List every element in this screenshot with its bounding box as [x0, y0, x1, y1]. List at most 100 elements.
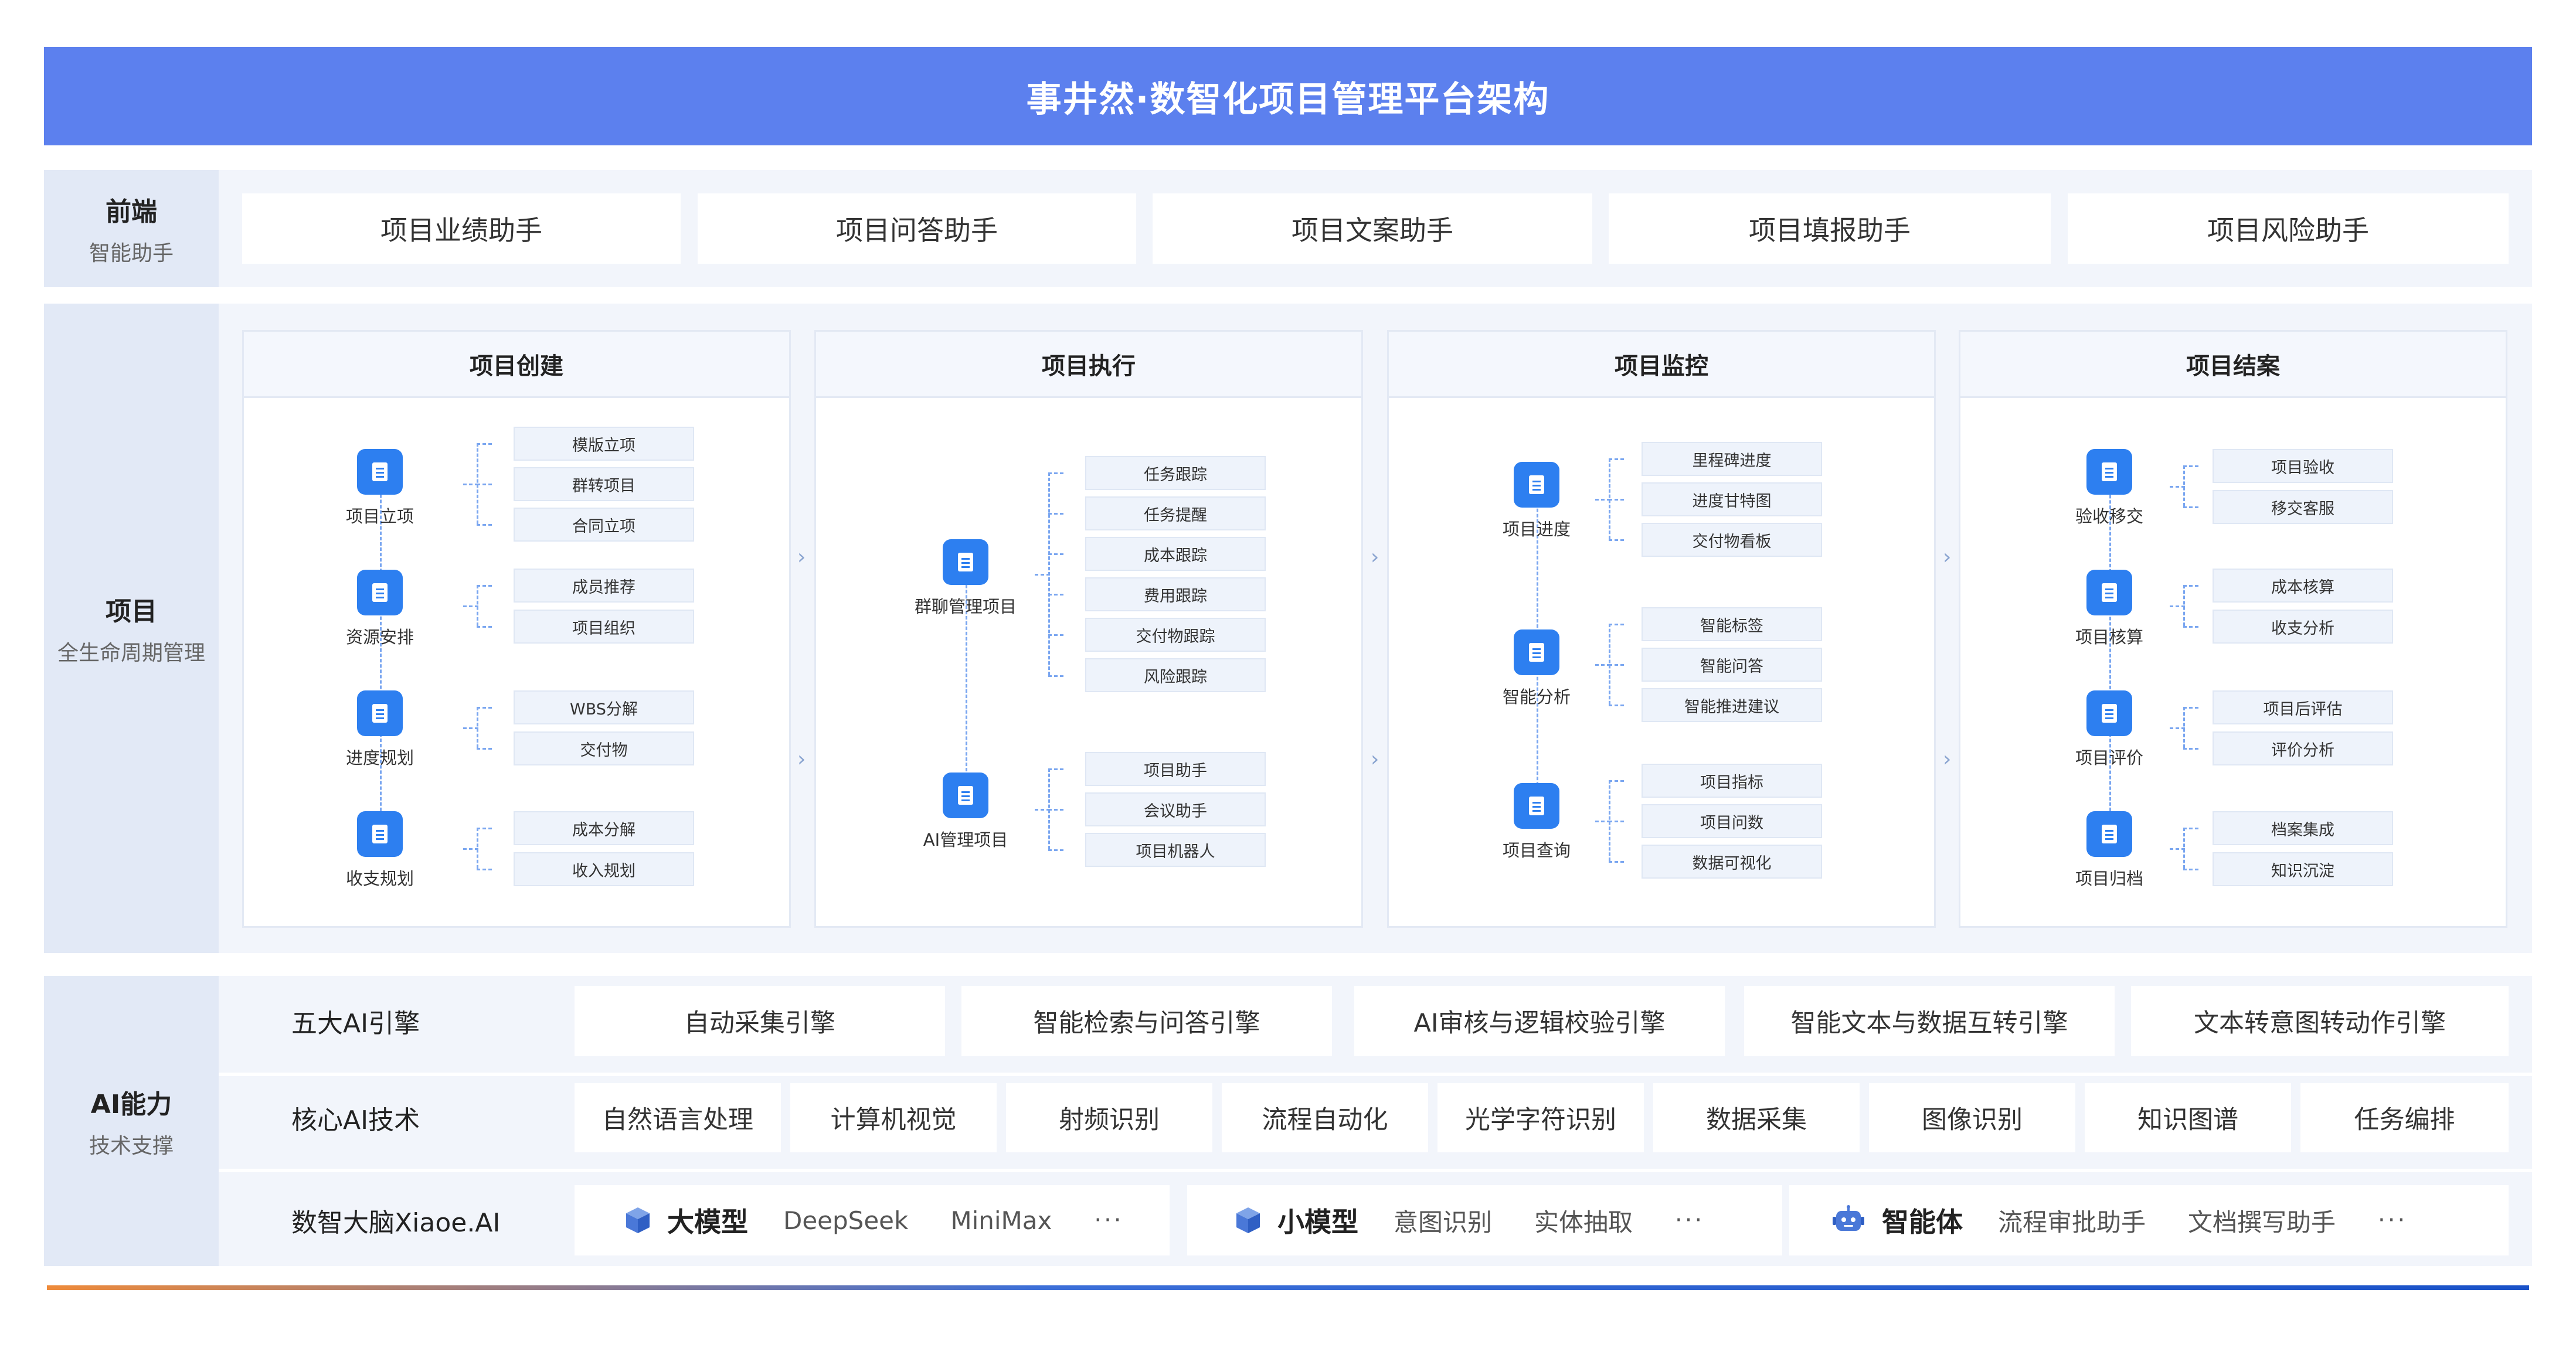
bracket-tick — [1048, 809, 1063, 811]
leaf-group-to-project[interactable]: 群转项目 — [514, 467, 694, 501]
tech-image-recognition[interactable]: 图像识别 — [1869, 1083, 2075, 1152]
brain-group-large-model[interactable]: 大模型 DeepSeek MiniMax ··· — [575, 1185, 1170, 1255]
node-project-accounting[interactable]: 项目核算 — [2039, 570, 2180, 648]
leaf-meeting-assistant[interactable]: 会议助手 — [1085, 792, 1266, 826]
leaf-project-assistant[interactable]: 项目助手 — [1085, 752, 1266, 786]
bracket-tick — [477, 443, 492, 445]
arrow-icon: › — [1371, 545, 1379, 569]
document-icon — [357, 690, 403, 736]
frontend-card-filling[interactable]: 项目填报助手 — [1609, 193, 2051, 264]
page-title: 事井然·数智化项目管理平台架构 — [44, 47, 2532, 145]
engine-auto-collect[interactable]: 自动采集引擎 — [575, 986, 945, 1056]
leaf-gantt-chart[interactable]: 进度甘特图 — [1642, 482, 1822, 516]
leaf-task-reminder[interactable]: 任务提醒 — [1085, 496, 1266, 530]
leaf-archive-integration[interactable]: 档案集成 — [2213, 811, 2393, 845]
leaf-deliverable-tracking[interactable]: 交付物跟踪 — [1085, 618, 1266, 652]
leaf-expense-tracking[interactable]: 费用跟踪 — [1085, 577, 1266, 611]
brain-group-item: MiniMax — [950, 1206, 1052, 1235]
document-icon — [1514, 629, 1559, 675]
leaf-deliverable-board[interactable]: 交付物看板 — [1642, 523, 1822, 557]
footer-gradient-line — [47, 1285, 2529, 1290]
node-resource-arrangement[interactable]: 资源安排 — [310, 570, 450, 648]
node-intelligent-analysis[interactable]: 智能分析 — [1466, 629, 1607, 708]
leaf-project-acceptance[interactable]: 项目验收 — [2213, 449, 2393, 483]
leaf-income-planning[interactable]: 收入规划 — [514, 852, 694, 886]
bracket-tick — [477, 828, 492, 829]
leaf-smart-advice[interactable]: 智能推进建议 — [1642, 688, 1822, 722]
panel-project-creation: 项目创建 项目立项 模版立项 群转项目 合同立项 资源安排 成员推荐 项目组织 … — [242, 330, 791, 928]
leaf-project-metrics[interactable]: 项目指标 — [1642, 764, 1822, 798]
leaf-cost-breakdown[interactable]: 成本分解 — [514, 811, 694, 845]
leaf-evaluation-analysis[interactable]: 评价分析 — [2213, 731, 2393, 765]
node-budget-planning[interactable]: 收支规划 — [310, 811, 450, 890]
leaf-deliverable[interactable]: 交付物 — [514, 731, 694, 765]
bracket — [2170, 585, 2200, 626]
tech-nlp[interactable]: 自然语言处理 — [575, 1083, 781, 1152]
leaf-post-evaluation[interactable]: 项目后评估 — [2213, 690, 2393, 724]
tech-knowledge-graph[interactable]: 知识图谱 — [2085, 1083, 2291, 1152]
frontend-card-risk[interactable]: 项目风险助手 — [2068, 193, 2509, 264]
engine-text-data-convert[interactable]: 智能文本与数据互转引擎 — [1744, 986, 2115, 1056]
brain-group-small-model[interactable]: 小模型 意图识别 实体抽取 ··· — [1187, 1185, 1782, 1255]
leaf-project-data-query[interactable]: 项目问数 — [1642, 804, 1822, 838]
frontend-card-qa[interactable]: 项目问答助手 — [698, 193, 1136, 264]
document-icon — [357, 570, 403, 615]
document-icon — [2086, 449, 2132, 495]
leaf-project-organization[interactable]: 项目组织 — [514, 610, 694, 644]
leaf-member-recommend[interactable]: 成员推荐 — [514, 569, 694, 603]
cube-icon — [1236, 1207, 1260, 1233]
node-project-initiation[interactable]: 项目立项 — [310, 449, 450, 528]
tech-data-collection[interactable]: 数据采集 — [1653, 1083, 1860, 1152]
node-label: 项目归档 — [2075, 869, 2143, 889]
leaf-knowledge-accumulation[interactable]: 知识沉淀 — [2213, 852, 2393, 886]
node-ai-management[interactable]: AI管理项目 — [895, 773, 1036, 851]
leaf-income-expense-analysis[interactable]: 收支分析 — [2213, 610, 2393, 644]
leaf-cost-tracking[interactable]: 成本跟踪 — [1085, 537, 1266, 571]
node-project-evaluation[interactable]: 项目评价 — [2039, 690, 2180, 769]
frontend-label-main: 前端 — [106, 197, 157, 227]
document-icon — [357, 811, 403, 857]
bracket — [463, 828, 494, 869]
leaf-data-visualization[interactable]: 数据可视化 — [1642, 845, 1822, 879]
node-project-progress[interactable]: 项目进度 — [1466, 462, 1607, 540]
engine-audit-validation[interactable]: AI审核与逻辑校验引擎 — [1354, 986, 1725, 1056]
leaf-risk-tracking[interactable]: 风险跟踪 — [1085, 658, 1266, 692]
engine-search-qa[interactable]: 智能检索与问答引擎 — [961, 986, 1332, 1056]
node-group-chat-management[interactable]: 群聊管理项目 — [895, 539, 1036, 618]
bracket-tick — [2183, 869, 2198, 870]
node-project-query[interactable]: 项目查询 — [1466, 783, 1607, 862]
leaf-wbs[interactable]: WBS分解 — [514, 690, 694, 724]
brain-group-item: 意图识别 — [1394, 1207, 1493, 1237]
brain-group-agent[interactable]: 智能体 流程审批助手 文档撰写助手 ··· — [1789, 1185, 2509, 1255]
robot-icon — [1833, 1205, 1864, 1231]
leaf-smart-qa[interactable]: 智能问答 — [1642, 648, 1822, 682]
leaf-contract-initiation[interactable]: 合同立项 — [514, 508, 694, 542]
leaf-smart-tags[interactable]: 智能标签 — [1642, 607, 1822, 641]
node-label: 进度规划 — [345, 748, 414, 768]
row-divider — [219, 1073, 2532, 1076]
bracket-tick — [1609, 821, 1624, 822]
tech-computer-vision[interactable]: 计算机视觉 — [790, 1083, 997, 1152]
more-icon: ··· — [1094, 1207, 1124, 1234]
tech-rfid[interactable]: 射频识别 — [1006, 1083, 1212, 1152]
bracket-tick — [1609, 458, 1624, 460]
leaf-cost-accounting[interactable]: 成本核算 — [2213, 569, 2393, 603]
tech-ocr[interactable]: 光学字符识别 — [1437, 1083, 1644, 1152]
tech-process-automation[interactable]: 流程自动化 — [1222, 1083, 1428, 1152]
ai-label: AI能力 技术支撑 — [44, 976, 219, 1266]
leaf-project-robot[interactable]: 项目机器人 — [1085, 833, 1266, 867]
leaf-handover-service[interactable]: 移交客服 — [2213, 490, 2393, 524]
node-label: 项目评价 — [2075, 748, 2143, 768]
arrow-icon: › — [1943, 747, 1952, 771]
tech-task-orchestration[interactable]: 任务编排 — [2300, 1083, 2509, 1152]
node-schedule-planning[interactable]: 进度规划 — [310, 690, 450, 769]
frontend-card-copywriting[interactable]: 项目文案助手 — [1153, 193, 1592, 264]
leaf-task-tracking[interactable]: 任务跟踪 — [1085, 456, 1266, 490]
frontend-card-performance[interactable]: 项目业绩助手 — [242, 193, 681, 264]
bracket-tick — [2183, 506, 2198, 508]
node-project-archiving[interactable]: 项目归档 — [2039, 811, 2180, 890]
leaf-milestone-progress[interactable]: 里程碑进度 — [1642, 442, 1822, 476]
engine-text-intent-action[interactable]: 文本转意图转动作引擎 — [2131, 986, 2509, 1056]
leaf-template-initiation[interactable]: 模版立项 — [514, 427, 694, 461]
node-acceptance-handover[interactable]: 验收移交 — [2039, 449, 2180, 528]
